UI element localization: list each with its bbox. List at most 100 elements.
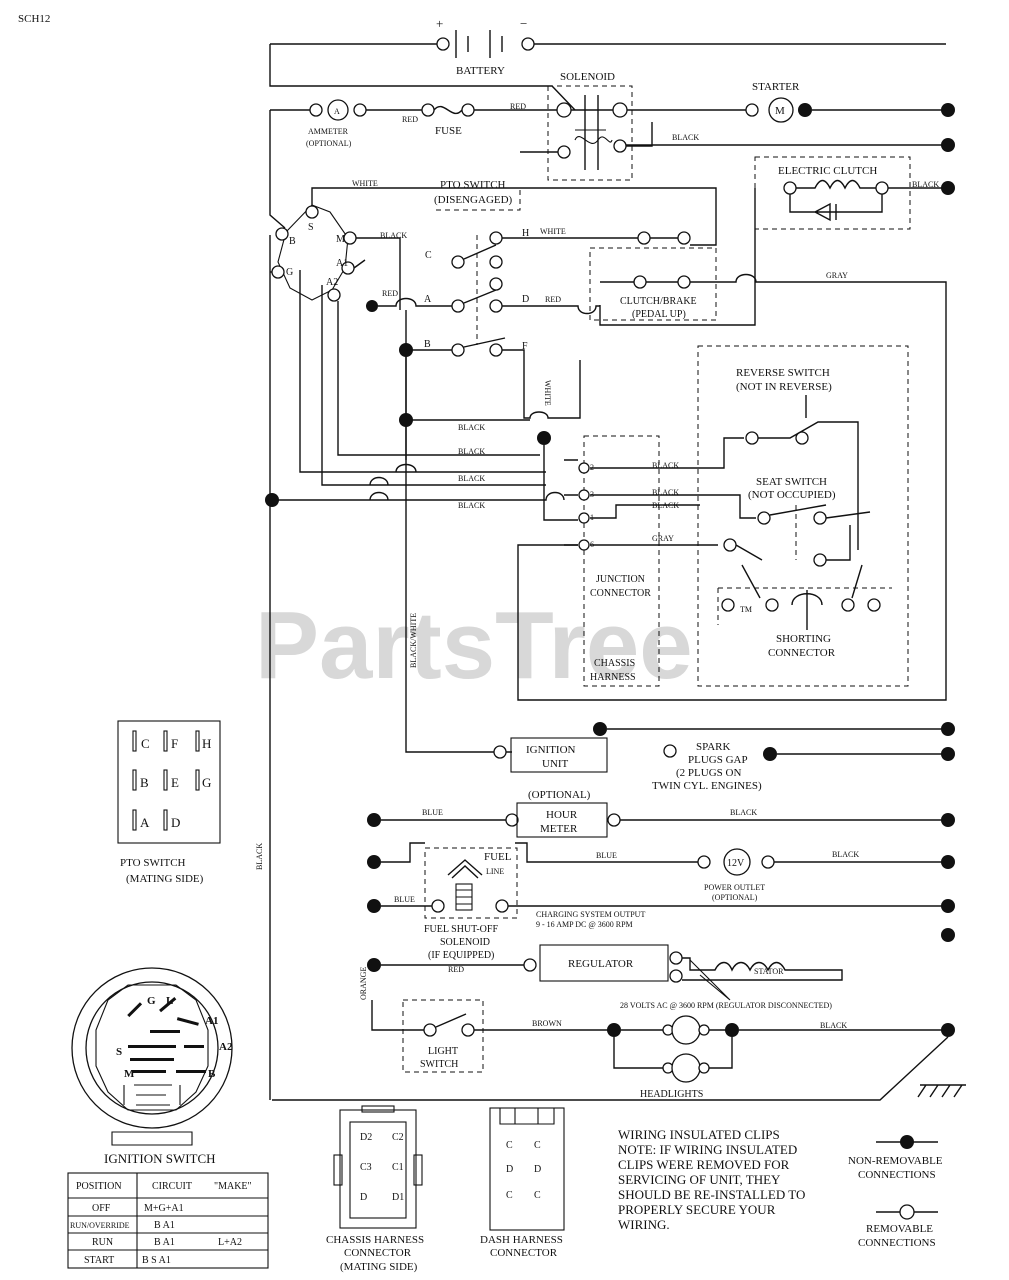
electric-clutch: ELECTRIC CLUTCH BLACK	[599, 156, 955, 326]
ign-face-l: L	[166, 995, 173, 1007]
wiring-note: WIRING INSULATED CLIPS NOTE: IF WIRING I…	[618, 1127, 805, 1232]
wire-label-blue: BLUE	[596, 851, 617, 860]
ignition-switch-title: IGNITION SWITCH	[104, 1151, 216, 1166]
note-line: NOTE: IF WIRING INSULATED	[618, 1142, 797, 1157]
note-line: WIRING.	[618, 1217, 670, 1232]
pto-contact-f: F	[522, 341, 528, 352]
headlights-label: HEADLIGHTS	[640, 1089, 703, 1100]
chassis-connector-title-3: (MATING SIDE)	[340, 1261, 418, 1273]
pto-pin-d: D	[171, 815, 180, 830]
wire-label-black: BLACK	[652, 461, 679, 470]
dash-pin: C	[506, 1140, 513, 1151]
table-cell: RUN	[92, 1237, 113, 1248]
pto-pin-h: H	[202, 736, 211, 751]
power-circuit: A AMMETER (OPTIONAL) FUSE RED RED SOLENO…	[269, 71, 955, 229]
chassis-label: CHASSIS	[594, 658, 635, 669]
dash-pin: D	[506, 1164, 513, 1175]
wire-label-black: BLACK	[458, 474, 485, 483]
ignition-unit-label-2: UNIT	[542, 758, 569, 770]
fuel-shutoff-label-3: (IF EQUIPPED)	[428, 950, 494, 961]
dash-pin: C	[506, 1190, 513, 1201]
wire-label-red: RED	[402, 115, 418, 124]
fuel-shutoff-label: FUEL SHUT-OFF	[424, 924, 498, 935]
table-header-make: "MAKE"	[214, 1181, 252, 1192]
hour-meter-box	[516, 802, 608, 838]
pto-pin-e: E	[171, 775, 179, 790]
table-header-position: POSITION	[76, 1181, 122, 1192]
pto-pin-f: F	[171, 736, 178, 751]
chassis-pin: D1	[392, 1192, 404, 1203]
chassis-harness-connector: D2 C2 C3 C1 D D1 CHASSIS HARNESS CONNECT…	[326, 1105, 424, 1273]
wire-label-orange: ORANGE	[359, 967, 368, 1000]
clutch-brake-state: (PEDAL UP)	[632, 309, 686, 320]
table-cell: M+G+A1	[144, 1203, 184, 1214]
light-switch-box	[402, 999, 484, 1073]
fuel-line-label: FUEL	[484, 851, 512, 863]
pto-switch-state: (DISENGAGED)	[434, 194, 513, 206]
wire-label-black: BLACK	[730, 808, 757, 817]
ignition-switch-face: G L A1 A2 S M B IGNITION SWITCH	[71, 967, 233, 1166]
wire-label-black: BLACK	[255, 843, 264, 870]
junction-label: JUNCTION	[596, 574, 645, 585]
wire-label-gray: GRAY	[826, 271, 848, 280]
reverse-switch-state: (NOT IN REVERSE)	[736, 381, 832, 393]
nonremovable-symbol	[900, 1135, 914, 1149]
ign-terminal-m: M	[336, 234, 345, 245]
ign-face-g: G	[147, 995, 156, 1007]
junction-box	[583, 435, 660, 687]
wire-label-black: BLACK	[672, 133, 699, 142]
ignition-unit-box	[510, 737, 608, 773]
electric-clutch-label: ELECTRIC CLUTCH	[778, 165, 877, 177]
pto-pin-b: B	[140, 775, 149, 790]
starter-symbol: M	[775, 105, 785, 117]
ignition-unit-label: IGNITION	[526, 744, 576, 756]
note-line: WIRING INSULATED CLIPS	[618, 1127, 780, 1142]
light-switch-label-2: SWITCH	[420, 1059, 458, 1070]
power-outlet-symbol: 12V	[727, 858, 745, 869]
charging-label-2: 9 - 16 AMP DC @ 3600 RPM	[536, 920, 633, 929]
dash-harness-connector: C C D D C C DASH HARNESS CONNECTOR	[480, 1107, 565, 1259]
starter-label: STARTER	[752, 81, 800, 93]
pto-switch-label: PTO SWITCH	[440, 179, 506, 191]
note-line: SERVICING OF UNIT, THEY	[618, 1172, 781, 1187]
battery: + − BATTERY	[269, 16, 946, 111]
solenoid-box	[547, 85, 633, 181]
pto-contact-a: A	[424, 294, 432, 305]
light-switch-label: LIGHT	[428, 1046, 458, 1057]
ac-note: 28 VOLTS AC @ 3600 RPM (REGULATOR DISCON…	[620, 1001, 832, 1010]
spark-label-3: (2 PLUGS ON	[676, 767, 741, 779]
pto-contact-c: C	[425, 250, 432, 261]
table-header-circuit: CIRCUIT	[152, 1181, 192, 1192]
pto-contact-d: D	[522, 294, 529, 305]
table-cell: RUN/OVERRIDE	[70, 1221, 130, 1230]
hour-meter-label-2: METER	[540, 823, 578, 835]
pto-connector-subtitle: (MATING SIDE)	[126, 873, 204, 885]
power-outlet-optional: (OPTIONAL)	[712, 893, 758, 902]
battery-label: BATTERY	[456, 65, 505, 77]
wire-label-black-white: BLACK/WHITE	[409, 613, 418, 668]
fuel-shutoff-label-2: SOLENOID	[440, 937, 490, 948]
ign-face-s: S	[116, 1046, 122, 1058]
clutch-brake-box	[589, 247, 717, 321]
battery-plus: +	[436, 16, 443, 31]
table-cell: B A1	[154, 1237, 175, 1248]
spark-label-2: PLUGS GAP	[688, 754, 748, 766]
fuse-label: FUSE	[435, 125, 462, 137]
wire-label-black: BLACK	[820, 1021, 847, 1030]
wire-label-red: RED	[448, 965, 464, 974]
pto-pin-a: A	[140, 815, 150, 830]
chassis-pin: C1	[392, 1162, 404, 1173]
chassis-label-2: HARNESS	[590, 672, 636, 683]
pto-switch: PTO SWITCH (DISENGAGED) C A B H D F WHIT…	[366, 179, 691, 620]
reverse-switch-box	[697, 345, 909, 687]
chassis-connector-title: CHASSIS HARNESS	[326, 1234, 424, 1246]
ign-face-b: B	[208, 1068, 216, 1080]
dash-pin: C	[534, 1190, 541, 1201]
reverse-switch-label: REVERSE SWITCH	[736, 367, 830, 379]
chassis-pin: D	[360, 1192, 367, 1203]
pto-contact-b: B	[424, 339, 431, 350]
tm-mark: TM	[740, 605, 752, 614]
pto-contact-h: H	[522, 228, 529, 239]
hour-meter-optional: (OPTIONAL)	[528, 789, 591, 801]
